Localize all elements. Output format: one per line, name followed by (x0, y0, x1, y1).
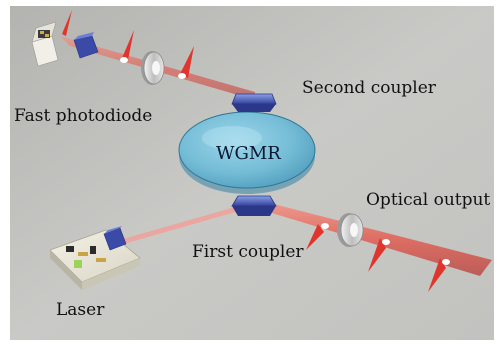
second-coupler-label: Second coupler (302, 78, 436, 98)
optical-output-label: Optical output (366, 190, 491, 210)
top-lens (141, 51, 165, 85)
first-coupler-label: First coupler (192, 242, 304, 262)
wgmr-label: WGMR (216, 143, 281, 164)
fast-photodiode-label: Fast photodiode (14, 106, 153, 126)
fast-photodiode-device (31, 21, 99, 67)
wgmr-resonator (178, 111, 316, 194)
output-arm-markers (306, 223, 450, 292)
laser-device (49, 226, 141, 290)
first-coupler-prism (231, 195, 277, 216)
laser-label: Laser (56, 300, 105, 320)
output-lens (337, 213, 364, 247)
second-coupler-prism (231, 93, 277, 112)
output-beam (258, 200, 492, 276)
input-beam (115, 204, 247, 246)
top-arm-markers (62, 10, 194, 79)
